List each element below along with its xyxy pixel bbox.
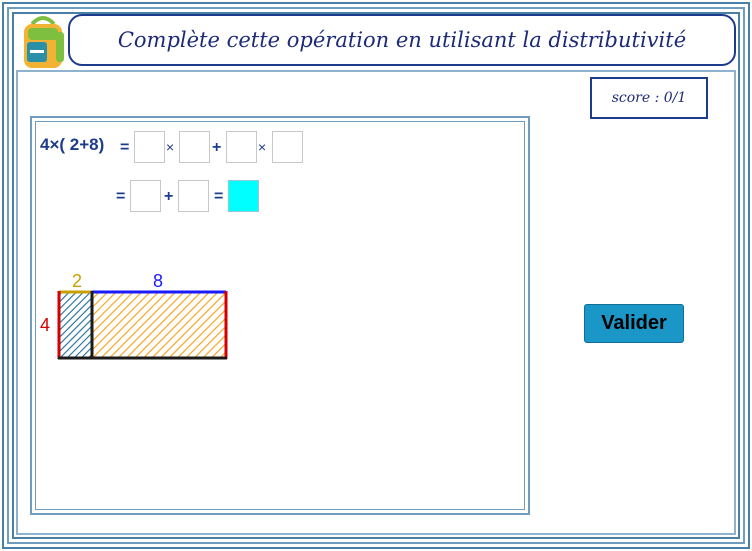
left-rectangle [59,292,92,358]
times-sign-2: × [258,139,267,155]
answer-input-5[interactable] [130,180,161,212]
times-sign-1: × [166,139,175,155]
equals-sign-3: = [214,188,224,205]
width-right-label: 8 [153,271,164,291]
height-label: 4 [40,315,51,335]
outer-frame-3 [12,12,740,539]
score-text: score : 0/1 [611,90,687,106]
work-area-inner [35,121,525,510]
width-left-label: 2 [72,271,83,291]
answer-input-6[interactable] [178,180,209,212]
right-rectangle [92,292,226,358]
plus-sign-1: + [212,139,222,156]
answer-input-4[interactable] [272,131,303,163]
plus-sign-2: + [164,188,174,205]
score-box: score : 0/1 [590,77,708,119]
school-bag-icon [24,16,64,68]
content-frame [16,70,736,535]
equals-sign-2: = [116,188,126,205]
result-input[interactable] [228,180,259,212]
equals-sign-1: = [120,139,130,156]
title-banner: Complète cette opération en utilisant la… [68,14,736,66]
answer-input-1[interactable] [134,131,165,163]
expression: 4×( 2+8) [40,135,105,154]
valider-button[interactable]: Valider [584,304,684,343]
page-title: Complète cette opération en utilisant la… [117,28,687,52]
outer-frame-2 [7,7,745,544]
answer-input-3[interactable] [226,131,257,163]
answer-input-2[interactable] [179,131,210,163]
